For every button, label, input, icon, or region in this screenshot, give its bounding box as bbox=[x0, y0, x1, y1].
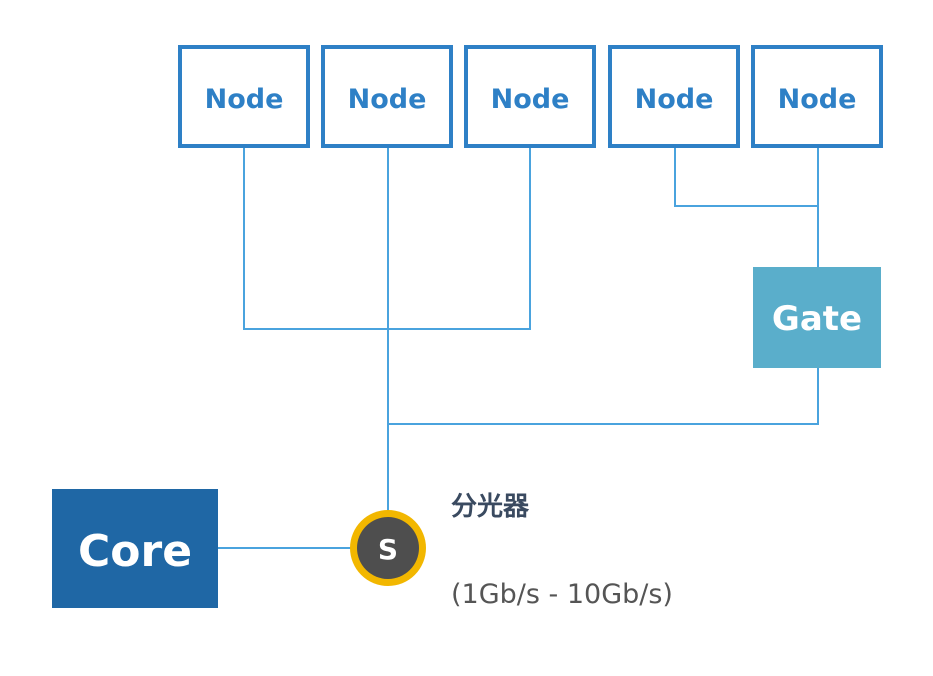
splitter[interactable]: S bbox=[350, 510, 426, 586]
splitter-icon bbox=[357, 517, 419, 579]
node-4-label: Node bbox=[635, 84, 714, 115]
node-3[interactable]: Node bbox=[464, 45, 596, 148]
node-2-label: Node bbox=[348, 84, 427, 115]
node-3-label: Node bbox=[491, 84, 570, 115]
core-label: Core bbox=[78, 526, 192, 577]
gate[interactable]: Gate bbox=[753, 267, 881, 368]
node-1[interactable]: Node bbox=[178, 45, 310, 148]
wire-nodes-4-5-bus bbox=[674, 147, 818, 207]
splitter-bandwidth: (1Gb/s - 10Gb/s) bbox=[451, 579, 673, 610]
node-1-label: Node bbox=[205, 84, 284, 115]
splitter-symbol: S bbox=[378, 533, 398, 566]
node-5[interactable]: Node bbox=[751, 45, 883, 148]
node-2[interactable]: Node bbox=[321, 45, 453, 148]
connection-lines bbox=[217, 147, 819, 549]
node-5-label: Node bbox=[778, 84, 857, 115]
core[interactable]: Core bbox=[52, 489, 218, 608]
wire-gate-to-trunk bbox=[388, 368, 819, 425]
splitter-name: 分光器 bbox=[451, 492, 530, 522]
gate-label: Gate bbox=[772, 299, 862, 339]
node-4[interactable]: Node bbox=[608, 45, 740, 148]
